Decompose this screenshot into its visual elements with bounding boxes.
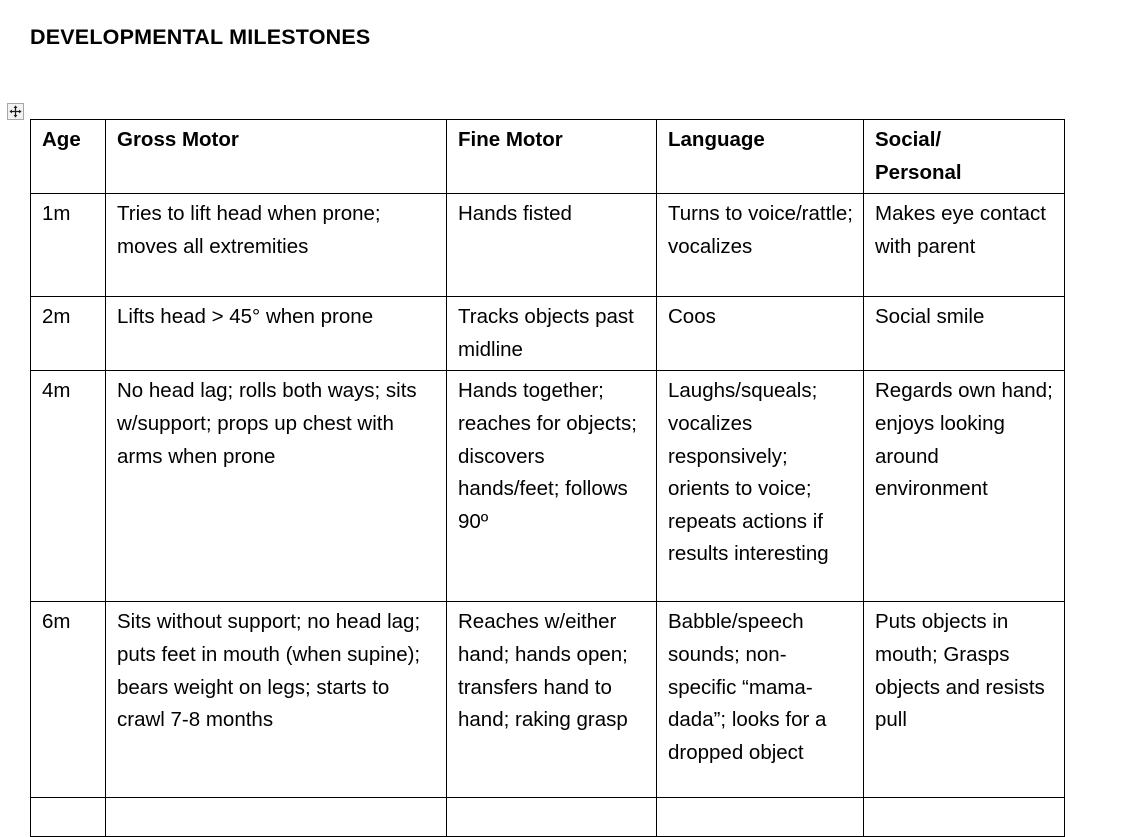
cell-age bbox=[30, 797, 106, 837]
table-row: 1m Tries to lift head when prone; moves … bbox=[30, 193, 1065, 298]
table-row: 2m Lifts head > 45° when prone Tracks ob… bbox=[30, 296, 1065, 372]
cell-fine-motor: Reaches w/either hand; hands open; trans… bbox=[446, 601, 657, 799]
cell-language: Laughs/squeals; vocalizes responsively; … bbox=[656, 370, 864, 603]
table-move-handle[interactable] bbox=[7, 103, 24, 120]
cell-social-personal: Social smile bbox=[863, 296, 1065, 372]
cell-age: 6m bbox=[30, 601, 106, 799]
cell-language bbox=[656, 797, 864, 837]
cell-language: Coos bbox=[656, 296, 864, 372]
column-header-social-line2: Personal bbox=[875, 160, 962, 184]
cell-language: Turns to voice/rattle; vocalizes bbox=[656, 193, 864, 298]
cell-gross-motor: Sits without support; no head lag; puts … bbox=[105, 601, 447, 799]
cell-social-personal: Makes eye contact with parent bbox=[863, 193, 1065, 298]
column-header-gross-motor: Gross Motor bbox=[105, 118, 447, 195]
cell-age: 2m bbox=[30, 296, 106, 372]
cell-gross-motor bbox=[105, 797, 447, 837]
cell-gross-motor: No head lag; rolls both ways; sits w/sup… bbox=[105, 370, 447, 603]
table-row: 6m Sits without support; no head lag; pu… bbox=[30, 601, 1065, 799]
page-title: DEVELOPMENTAL MILESTONES bbox=[30, 25, 371, 49]
table-row: 4m No head lag; rolls both ways; sits w/… bbox=[30, 370, 1065, 603]
cell-social-personal: Regards own hand; enjoys looking around … bbox=[863, 370, 1065, 603]
developmental-milestones-table: Age Gross Motor Fine Motor Language Soci… bbox=[30, 118, 1065, 837]
cell-gross-motor: Lifts head > 45° when prone bbox=[105, 296, 447, 372]
column-header-social-personal: Social/ Personal bbox=[863, 118, 1065, 195]
cell-age: 1m bbox=[30, 193, 106, 298]
table-header-row: Age Gross Motor Fine Motor Language Soci… bbox=[30, 118, 1065, 195]
cell-gross-motor: Tries to lift head when prone; moves all… bbox=[105, 193, 447, 298]
column-header-fine-motor: Fine Motor bbox=[446, 118, 657, 195]
cell-social-personal: Puts objects in mouth; Grasps objects an… bbox=[863, 601, 1065, 799]
cell-fine-motor: Hands together; reaches for objects; dis… bbox=[446, 370, 657, 603]
column-header-language: Language bbox=[656, 118, 864, 195]
cell-language: Babble/speech sounds; non-specific “mama… bbox=[656, 601, 864, 799]
column-header-age: Age bbox=[30, 118, 106, 195]
cell-fine-motor bbox=[446, 797, 657, 837]
cell-fine-motor: Tracks objects past midline bbox=[446, 296, 657, 372]
cell-age: 4m bbox=[30, 370, 106, 603]
move-four-arrows-icon bbox=[9, 105, 22, 118]
document-page: DEVELOPMENTAL MILESTONES bbox=[7, 25, 1065, 837]
cell-fine-motor: Hands fisted bbox=[446, 193, 657, 298]
table-row-partial bbox=[30, 797, 1065, 837]
column-header-social-line1: Social/ bbox=[875, 128, 942, 151]
cell-social-personal bbox=[863, 797, 1065, 837]
